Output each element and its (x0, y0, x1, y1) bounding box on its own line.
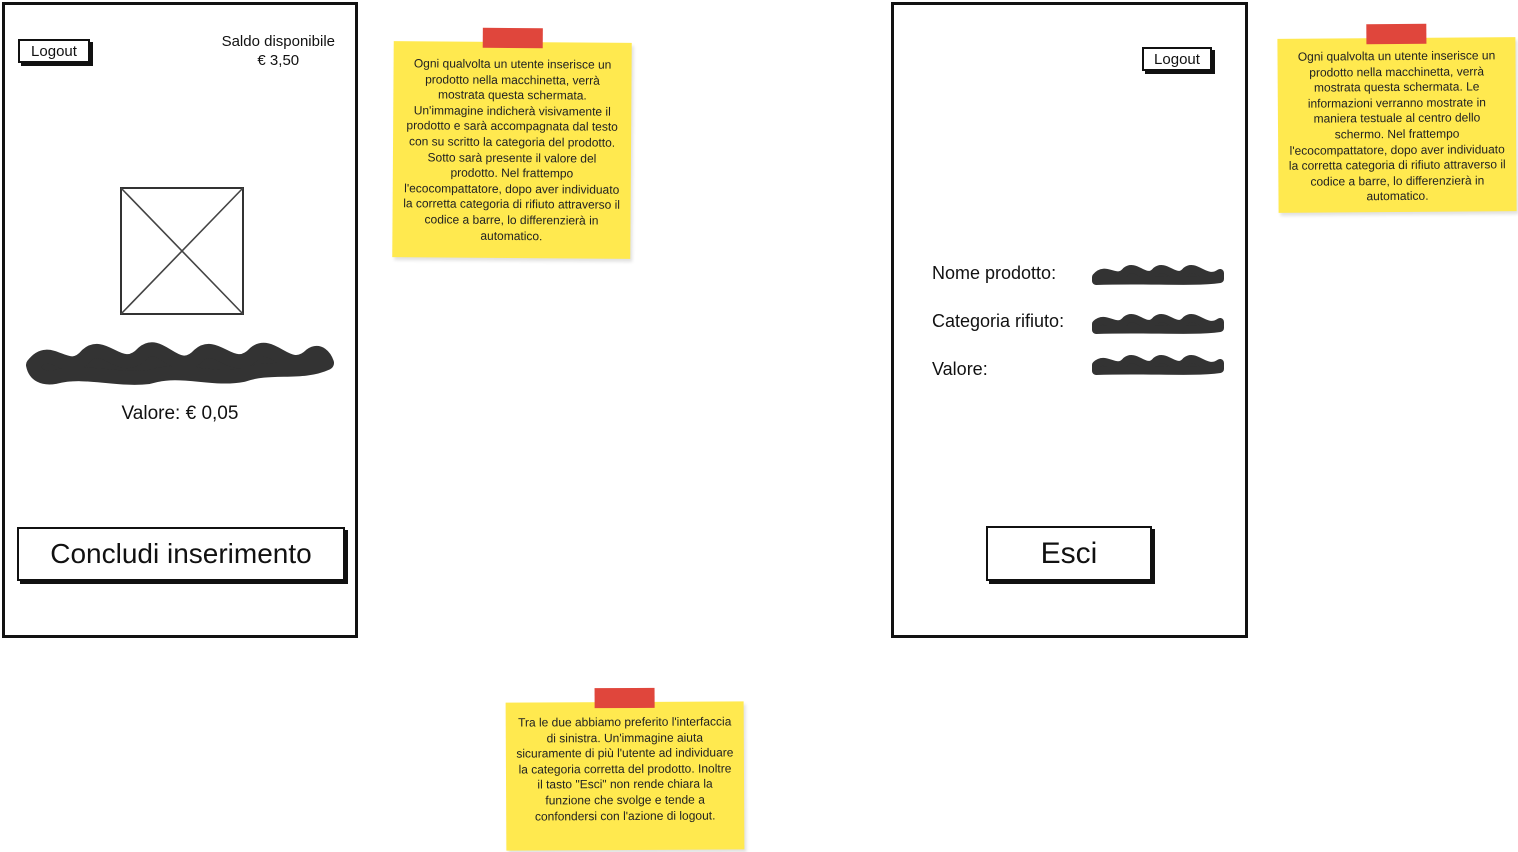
logout-button[interactable]: Logout (1142, 47, 1212, 71)
image-placeholder-icon (120, 187, 244, 315)
tape-icon (1366, 23, 1427, 45)
balance-display: Saldo disponibile € 3,50 (222, 32, 335, 70)
waste-category-scribble (1092, 314, 1224, 334)
conclude-button-label: Concludi inserimento (50, 538, 312, 569)
balance-label: Saldo disponibile (221, 33, 335, 50)
note-text: Ogni qualvolta un utente inserisce un pr… (403, 56, 621, 243)
waste-category-label: Categoria rifiuto: (932, 311, 1065, 331)
sticky-note-conclusion: Tra le due abbiamo preferito l'interfacc… (505, 687, 745, 851)
exit-button-label: Esci (1040, 536, 1098, 570)
sticky-note-left-design: Ogni qualvolta un utente inserisce un pr… (392, 27, 632, 259)
phone-screen-left: Logout Saldo disponibile € 3,50 Valore: … (2, 2, 358, 638)
logout-button-label: Logout (1154, 50, 1200, 68)
tape-icon (482, 27, 543, 49)
phone-screen-right: Logout Nome prodotto: Categoria rifiuto:… (891, 2, 1248, 638)
product-value: Valore: € 0,05 (121, 403, 239, 424)
product-name-scribble (1092, 265, 1224, 285)
logout-button-label: Logout (31, 42, 77, 60)
value-label: Valore: (932, 359, 988, 379)
note-text: Ogni qualvolta un utente inserisce un pr… (1288, 48, 1506, 204)
tape-icon (594, 687, 655, 709)
balance-amount: € 3,50 (257, 52, 300, 69)
exit-button[interactable]: Esci (986, 526, 1152, 581)
logout-button[interactable]: Logout (18, 39, 90, 63)
product-category-scribble (26, 342, 334, 385)
note-text: Tra le due abbiamo preferito l'interfacc… (516, 714, 734, 824)
sticky-note-right-design: Ogni qualvolta un utente inserisce un pr… (1277, 23, 1517, 213)
conclude-insertion-button[interactable]: Concludi inserimento (17, 527, 345, 581)
product-name-label: Nome prodotto: (932, 263, 1057, 283)
value-scribble (1092, 355, 1224, 375)
